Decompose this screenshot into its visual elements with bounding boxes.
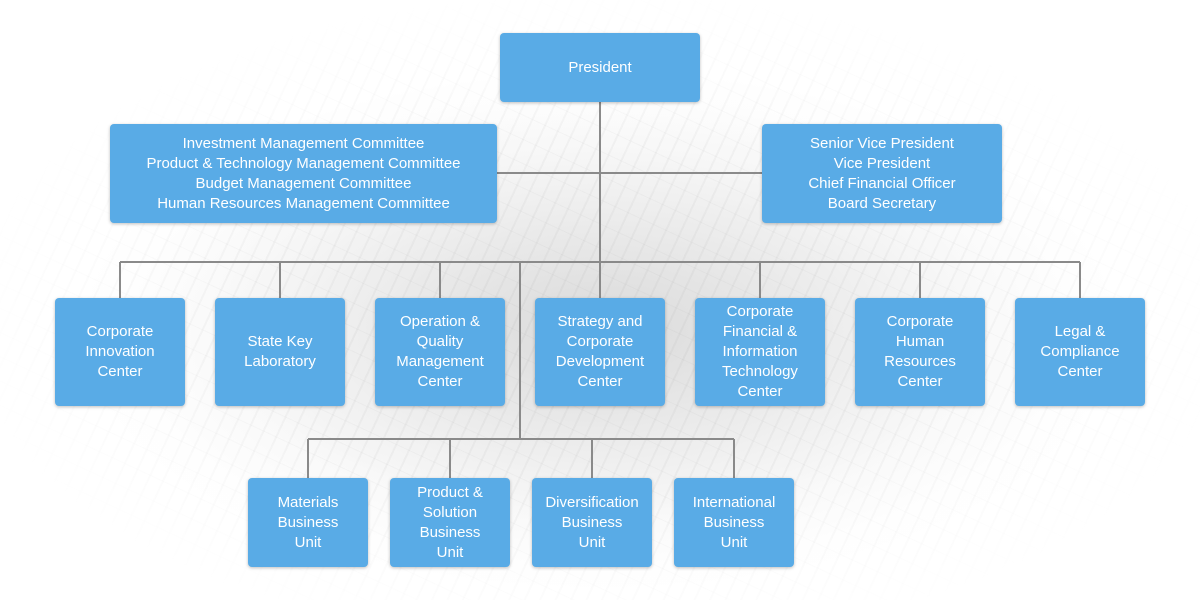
- bu-label-line: Unit: [720, 533, 748, 551]
- committee-human-resources: Human Resources Management Committee: [157, 194, 450, 212]
- center-label-line: Legal &: [1054, 323, 1106, 340]
- bu-label-line: Solution: [422, 503, 478, 521]
- center-label-line: State Key: [247, 333, 313, 350]
- bu-label-line: Unit: [436, 543, 464, 561]
- bu-box-product-solution: Product & Solution Business Unit: [390, 478, 510, 567]
- center-label-line: Center: [897, 373, 943, 390]
- center-label-line: Development: [555, 353, 645, 370]
- center-label-line: Center: [1057, 363, 1103, 380]
- bu-label-line: Business: [277, 513, 339, 531]
- president-label: President: [568, 58, 632, 76]
- center-box-innovation: Corporate Innovation Center: [55, 298, 185, 406]
- bu-label-line: Business: [419, 523, 481, 541]
- bu-label-line: Diversification: [545, 493, 639, 511]
- center-label-line: Resources: [884, 353, 956, 370]
- center-box-state-key-lab: State Key Laboratory: [215, 298, 345, 406]
- bu-label-line: Unit: [578, 533, 606, 551]
- bu-box-diversification: Diversification Business Unit: [532, 478, 652, 567]
- center-label-line: Center: [577, 373, 623, 390]
- center-box-operation-quality: Operation & Quality Management Center: [375, 298, 505, 406]
- center-label-line: Compliance: [1040, 343, 1120, 360]
- bu-label-line: Product &: [417, 483, 483, 501]
- committee-investment: Investment Management Committee: [182, 134, 425, 152]
- center-label-line: Innovation: [85, 343, 155, 360]
- center-label-line: Corporate: [86, 323, 154, 340]
- bu-box-materials: Materials Business Unit: [248, 478, 368, 567]
- center-box-human-resources: Corporate Human Resources Center: [855, 298, 985, 406]
- committee-budget: Budget Management Committee: [195, 174, 412, 192]
- center-label-line: Center: [97, 363, 143, 380]
- bu-label-line: Materials: [277, 493, 339, 511]
- bu-label-line: Unit: [294, 533, 322, 551]
- center-label-line: Technology: [722, 363, 798, 380]
- center-label-line: Corporate: [726, 303, 794, 320]
- center-label-line: Center: [737, 383, 783, 400]
- center-label-line: Human: [895, 333, 945, 350]
- committee-product-technology: Product & Technology Management Committe…: [146, 154, 461, 172]
- officer-cfo: Chief Financial Officer: [808, 174, 956, 192]
- center-label-line: Strategy and: [557, 313, 643, 330]
- center-label-line: Corporate: [886, 313, 954, 330]
- center-label-line: Operation &: [399, 313, 481, 330]
- center-label-line: Management: [396, 353, 484, 370]
- bu-label-line: International: [692, 493, 776, 511]
- center-label-line: Financial &: [722, 323, 798, 340]
- president-box: President: [500, 33, 700, 102]
- center-label-line: Information: [722, 343, 798, 360]
- bu-label-line: Business: [703, 513, 765, 531]
- center-label-line: Laboratory: [244, 353, 316, 370]
- center-box-legal-compliance: Legal & Compliance Center: [1015, 298, 1145, 406]
- bu-box-international: International Business Unit: [674, 478, 794, 567]
- center-box-financial-it: Corporate Financial & Information Techno…: [695, 298, 825, 406]
- officer-senior-vice-president: Senior Vice President: [810, 134, 954, 152]
- committees-box: Investment Management Committee Product …: [110, 124, 497, 223]
- officer-vice-president: Vice President: [833, 154, 931, 172]
- officers-box: Senior Vice President Vice President Chi…: [762, 124, 1002, 223]
- officer-board-secretary: Board Secretary: [827, 194, 937, 212]
- center-label-line: Corporate: [566, 333, 634, 350]
- bu-label-line: Business: [561, 513, 623, 531]
- center-label-line: Center: [417, 373, 463, 390]
- center-box-strategy: Strategy and Corporate Development Cente…: [535, 298, 665, 406]
- center-label-line: Quality: [416, 333, 464, 350]
